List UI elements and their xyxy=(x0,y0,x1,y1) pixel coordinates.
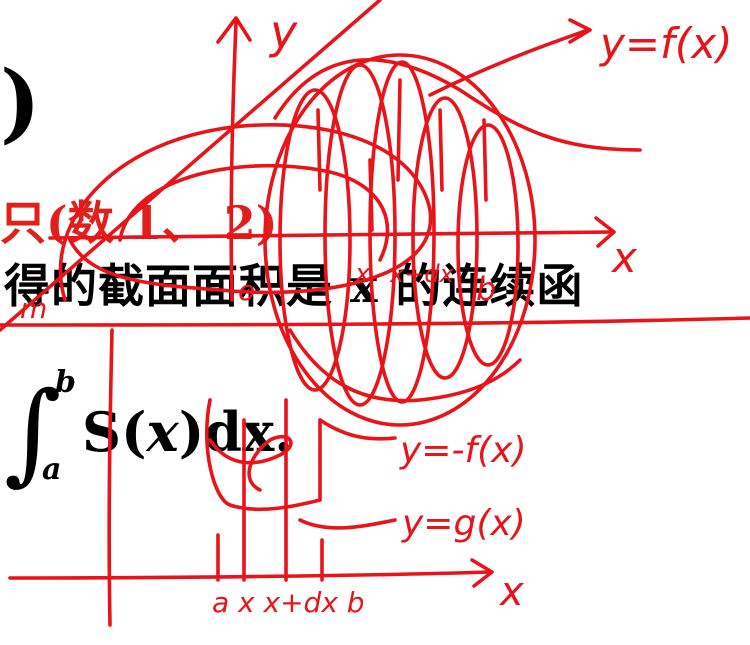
ink-slice-4 xyxy=(411,96,479,380)
integral-sign: ∫ xyxy=(4,368,62,496)
integrand: S(x)dx. xyxy=(82,400,293,464)
ink-lower-y-axis xyxy=(107,328,114,627)
ink-upper-x-axis xyxy=(48,230,614,240)
ink-arrow-to-f xyxy=(428,28,590,97)
ink-label-x-lower: x xyxy=(498,569,524,615)
integrand-tail: )dx. xyxy=(178,400,294,464)
integral-lower-limit: a xyxy=(42,452,62,487)
ink-label-neg-f: y=-f(x) xyxy=(399,430,527,471)
ink-arrow-g xyxy=(298,518,397,530)
ink-upper-y-axis-arrow xyxy=(216,16,252,44)
ink-label-b-upper: b xyxy=(476,270,496,308)
ink-label-bottom-ticks: a x x+dx b xyxy=(212,586,365,619)
integral-upper-limit: b xyxy=(55,365,76,400)
ink-left-loop-inner xyxy=(118,163,390,262)
slide-line-paren: ) xyxy=(0,52,41,153)
ink-slice-1 xyxy=(278,88,352,392)
ink-curve-neg-f xyxy=(288,328,522,403)
ink-solid-outer xyxy=(263,53,537,427)
ink-lower-verticals xyxy=(216,398,324,582)
ink-label-f: y=f(x) xyxy=(598,19,732,68)
ink-underline xyxy=(0,316,750,327)
ink-slice-verticals xyxy=(316,78,488,232)
ink-arrow-to-f-head xyxy=(568,18,592,44)
ink-label-x-tick: x xyxy=(354,259,371,289)
ink-lower-scribble xyxy=(208,434,293,492)
integrand-variable: x xyxy=(146,400,179,464)
ink-label-origin: o xyxy=(238,274,255,307)
ink-slice-5 xyxy=(456,123,520,367)
ink-lower-x-axis-arrow xyxy=(470,558,494,588)
ink-left-loop xyxy=(58,123,433,302)
ink-upper-y-axis xyxy=(229,20,238,302)
ink-curve-f xyxy=(273,57,642,152)
ink-arrow-neg-f xyxy=(318,418,397,441)
integrand-function: S( xyxy=(82,400,147,464)
ink-label-xdx-tick: x+dx xyxy=(389,260,455,288)
ink-upper-x-axis-arrow xyxy=(594,216,616,248)
ink-label-m: m xyxy=(20,292,47,325)
ink-label-y: y xyxy=(268,5,298,59)
ink-lower-x-axis xyxy=(8,570,492,580)
ink-lower-region xyxy=(205,398,322,512)
ink-label-x-upper: x xyxy=(610,233,638,282)
ink-label-g: y=g(x) xyxy=(401,503,526,544)
ink-diagonal-line xyxy=(0,0,382,332)
ink-slice-2 xyxy=(323,63,397,407)
